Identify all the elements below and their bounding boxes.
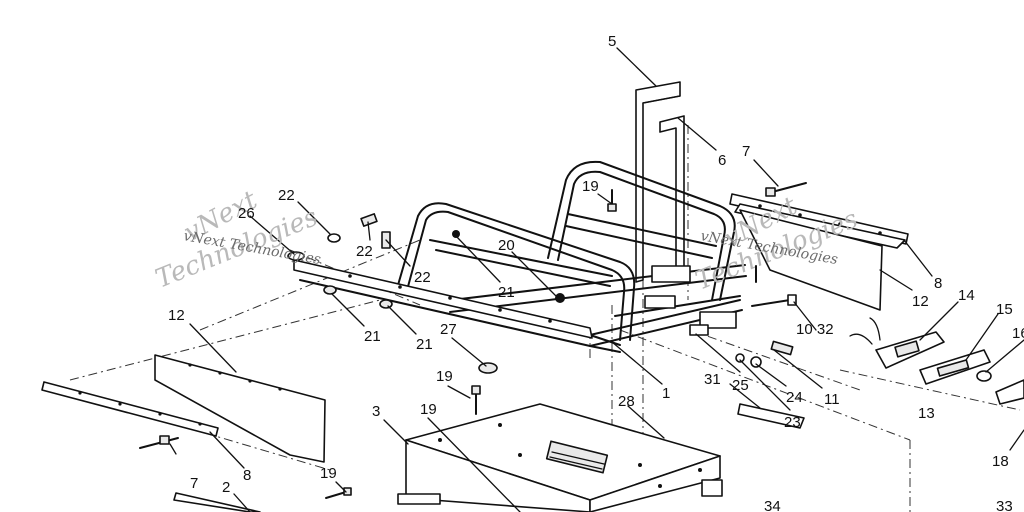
callout-5: 5 [608, 33, 616, 50]
callout-7: 7 [742, 143, 750, 160]
callout-22: 22 [278, 187, 295, 204]
callout-20: 20 [498, 237, 515, 254]
callout-31: 31 [704, 371, 721, 388]
fasteners [287, 189, 794, 499]
part-12-panel-upper [739, 209, 883, 311]
callout-11: 11 [824, 391, 840, 408]
callout-6: 6 [718, 152, 726, 169]
callout-21: 21 [416, 336, 433, 353]
callout-21: 21 [498, 284, 515, 301]
callout-22: 22 [414, 269, 431, 286]
part-3-seat-base [397, 403, 723, 512]
part-18-bumper [995, 379, 1024, 405]
callout-2: 2 [222, 479, 230, 496]
part-10-bolt [751, 294, 797, 307]
callout-26: 26 [238, 205, 255, 222]
callout-23: 23 [784, 414, 801, 431]
callout-27: 27 [440, 321, 457, 338]
callout-8: 8 [243, 467, 251, 484]
part-5-bracket [635, 81, 681, 283]
callout-12: 12 [168, 307, 185, 324]
part-1-tube-frame [293, 160, 747, 353]
part-8-strip-lower [41, 381, 219, 437]
callout-10-32: 10 32 [796, 321, 834, 338]
callout-19: 19 [436, 368, 453, 385]
part-16-bulb [976, 370, 992, 382]
callout-28: 28 [618, 393, 635, 410]
callout-3: 3 [372, 403, 380, 420]
part-12-panel-lower [154, 354, 326, 463]
callout-24: 24 [786, 389, 803, 406]
part-15-lens [919, 349, 991, 385]
callout-33: 33 [996, 498, 1013, 512]
part-8-strip-upper [729, 193, 909, 249]
leader-lines [169, 47, 1024, 512]
part-7-pin-upper [765, 182, 807, 197]
callout-8: 8 [934, 275, 942, 292]
callout-25: 25 [732, 377, 749, 394]
callout-labels: 5 6 7 19 22 26 22 22 20 21 21 21 12 8 14… [168, 33, 1024, 512]
callout-12: 12 [912, 293, 929, 310]
callout-19: 19 [420, 401, 437, 418]
callout-21: 21 [364, 328, 381, 345]
callout-18: 18 [992, 453, 1009, 470]
callout-14: 14 [958, 287, 975, 304]
callout-19: 19 [320, 465, 337, 482]
part-31-strip [737, 403, 805, 429]
callout-19: 19 [582, 178, 599, 195]
callout-34: 34 [764, 498, 781, 512]
callout-15: 15 [996, 301, 1013, 318]
callout-7: 7 [190, 475, 198, 492]
callout-1: 1 [662, 385, 670, 402]
callout-22: 22 [356, 243, 373, 260]
callout-16: 16 [1012, 325, 1024, 342]
part-14-lamp-housing [849, 317, 945, 369]
part-7-pin-lower [139, 435, 179, 449]
callout-13: 13 [918, 405, 935, 422]
part-2-strip [173, 492, 261, 512]
